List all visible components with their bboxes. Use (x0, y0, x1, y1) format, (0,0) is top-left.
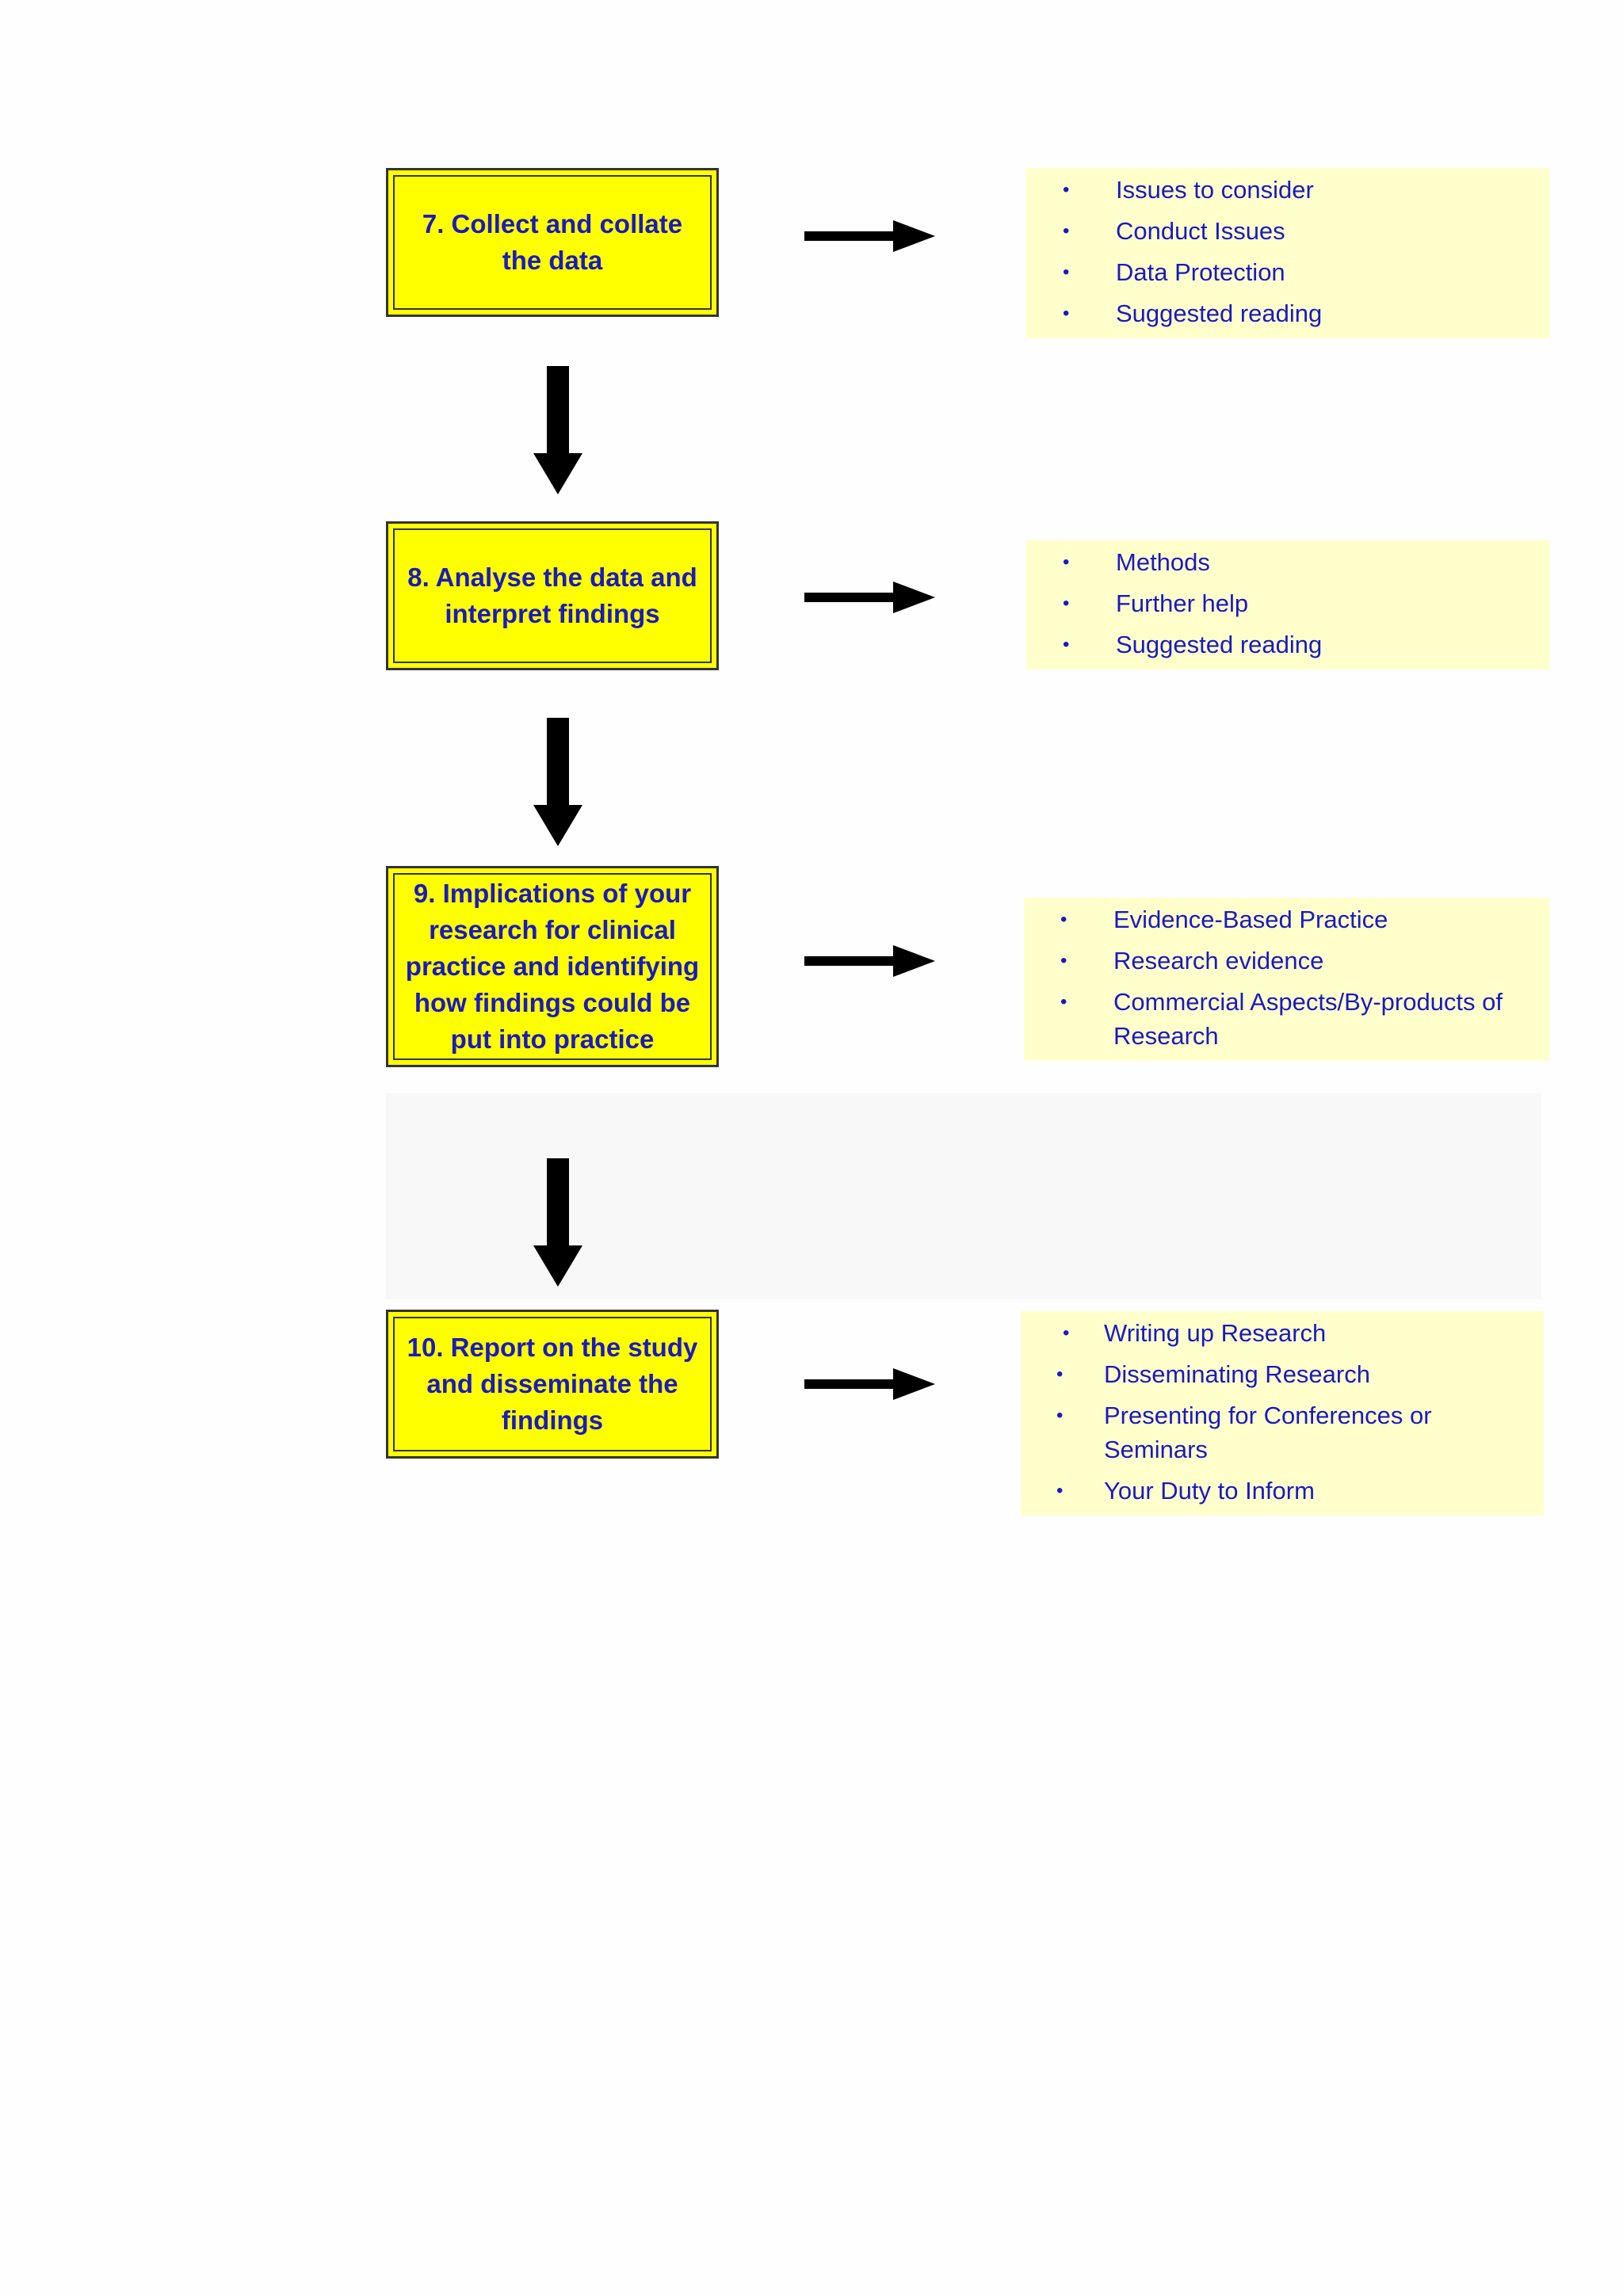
list-item: •Data Protection (1026, 255, 1549, 289)
arrow-down-icon (533, 366, 582, 494)
list-item: •Commercial Aspects/By-products of Resea… (1024, 985, 1549, 1053)
bullet-icon: • (1056, 1405, 1064, 1426)
step-label-10: 10. Report on the study and disseminate … (407, 1333, 698, 1435)
bullet-icon: • (1063, 179, 1070, 200)
bullet-icon: • (1063, 220, 1070, 242)
list-item: •Presenting for Conferences or Seminars (1021, 1398, 1544, 1466)
step-label-7: 7. Collect and collate the data (422, 209, 683, 275)
bullet-icon: • (1063, 593, 1070, 614)
bullet-icon: • (1063, 303, 1070, 324)
arrow-right-icon (804, 220, 935, 252)
bullet-icon: • (1060, 950, 1067, 971)
arrow-right-icon (804, 945, 935, 977)
step-box-7: 7. Collect and collate the data (386, 168, 719, 317)
list-item: •Suggested reading (1026, 296, 1549, 330)
info-panel-10: •Writing up Research •Disseminating Rese… (1021, 1311, 1544, 1516)
arrow-right-icon (804, 582, 935, 613)
list-item: •Research evidence (1024, 944, 1549, 978)
step-box-9: 9. Implications of your research for cli… (386, 866, 719, 1067)
arrow-down-icon (533, 1158, 582, 1287)
background-band (386, 1093, 1541, 1299)
list-item: •Evidence-Based Practice (1024, 902, 1549, 936)
bullet-icon: • (1056, 1363, 1064, 1385)
bullet-icon: • (1056, 1480, 1064, 1501)
list-item: •Further help (1026, 586, 1549, 620)
bullet-icon: • (1063, 551, 1070, 573)
bullet-icon: • (1063, 634, 1070, 655)
bullet-icon: • (1060, 909, 1067, 930)
bullet-icon: • (1063, 261, 1070, 283)
list-item: •Writing up Research (1021, 1316, 1544, 1350)
step-label-8: 8. Analyse the data and interpret findin… (407, 563, 697, 628)
list-item: •Issues to consider (1026, 173, 1549, 207)
arrow-down-icon (533, 718, 582, 846)
bullet-icon: • (1060, 991, 1067, 1013)
info-panel-9: •Evidence-Based Practice •Research evide… (1024, 898, 1549, 1061)
step-box-8: 8. Analyse the data and interpret findin… (386, 521, 719, 670)
info-panel-7: •Issues to consider •Conduct Issues •Dat… (1026, 168, 1549, 338)
list-item: •Suggested reading (1026, 627, 1549, 662)
info-panel-8: •Methods •Further help •Suggested readin… (1026, 540, 1549, 669)
list-item: •Conduct Issues (1026, 214, 1549, 248)
list-item: •Disseminating Research (1021, 1357, 1544, 1391)
bullet-icon: • (1063, 1322, 1070, 1344)
step-label-9: 9. Implications of your research for cli… (405, 879, 700, 1054)
step-box-10: 10. Report on the study and disseminate … (386, 1310, 719, 1459)
arrow-right-icon (804, 1368, 935, 1400)
list-item: •Your Duty to Inform (1021, 1474, 1544, 1508)
list-item: •Methods (1026, 545, 1549, 579)
